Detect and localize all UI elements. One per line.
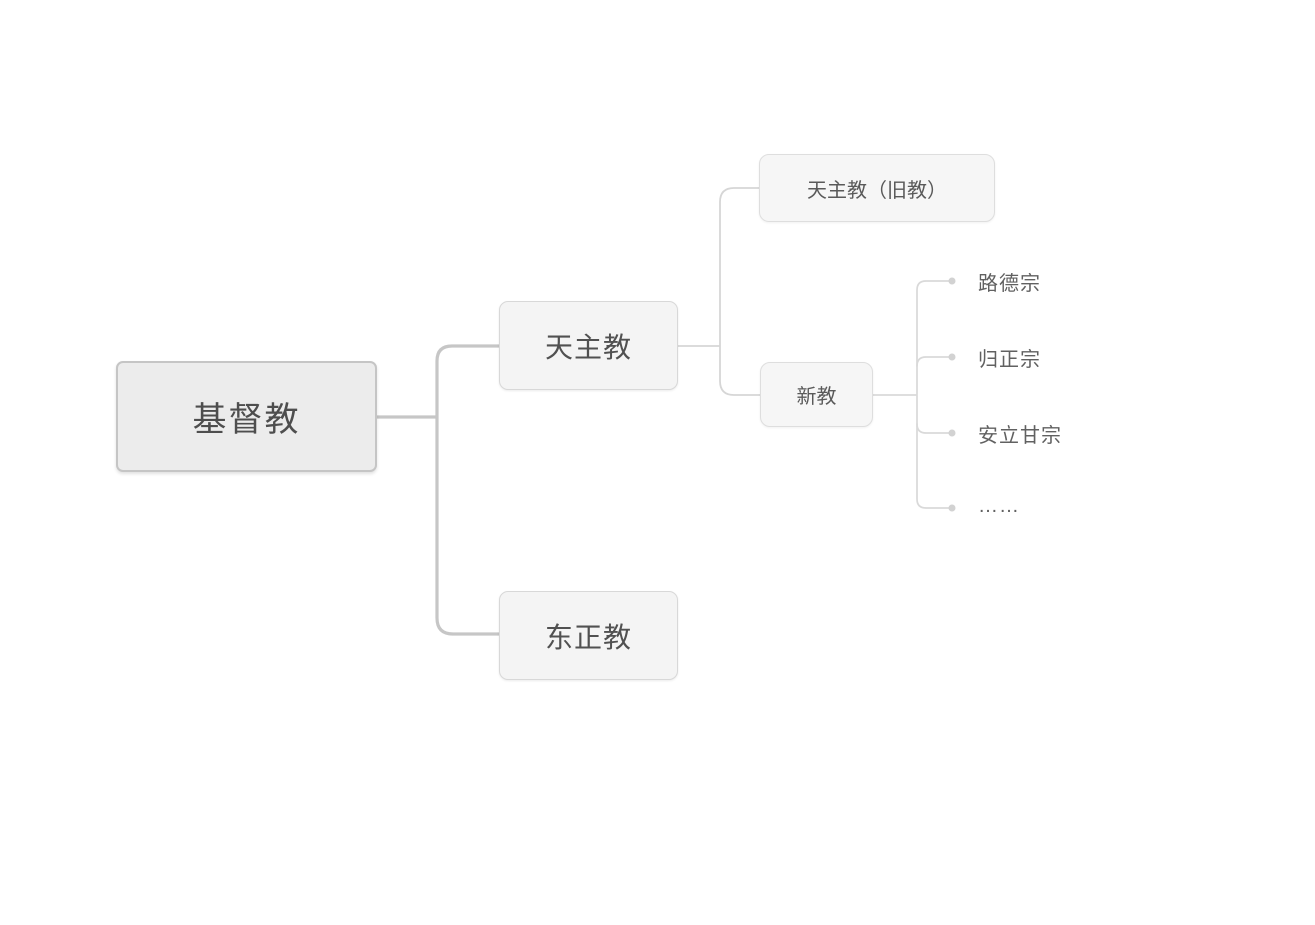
connector-protestantism-to-leaves: [872, 280, 952, 509]
node-anglicanism[interactable]: 安立甘宗: [978, 424, 1062, 447]
leaf-dot: [948, 504, 956, 512]
leaf-dot: [948, 277, 956, 285]
node-christianity[interactable]: 基督教: [116, 361, 377, 472]
leaf-dot: [948, 353, 956, 361]
connector-root-to-branches: [375, 344, 501, 636]
node-protestantism[interactable]: 新教: [760, 362, 873, 427]
connector-catholicism-to-children: [677, 187, 761, 396]
node-catholicism-old-church[interactable]: 天主教（旧教）: [759, 154, 995, 222]
node-reformed[interactable]: 归正宗: [978, 348, 1041, 371]
node-lutheranism[interactable]: 路德宗: [978, 272, 1041, 295]
connector-leaf-elbow-anglican: [916, 423, 952, 434]
leaf-dot: [948, 429, 956, 437]
node-ellipsis-more[interactable]: ……: [978, 494, 1020, 517]
node-catholicism[interactable]: 天主教: [499, 301, 678, 390]
connector-leaf-elbow-reformed: [916, 356, 952, 367]
node-eastern-orthodoxy[interactable]: 东正教: [499, 591, 678, 680]
